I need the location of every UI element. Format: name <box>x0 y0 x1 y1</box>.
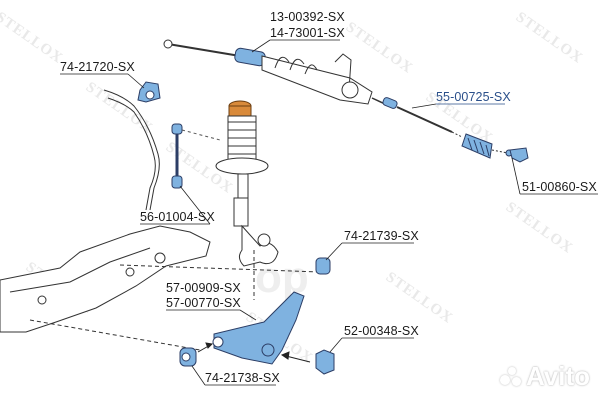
part-label-control-arm-bushing-front[interactable]: 74-21738-SX <box>205 371 280 385</box>
part-label-stabilizer-bushing[interactable]: 74-21720-SX <box>60 60 135 74</box>
part-label-steering-rack-boot-alt[interactable]: 14-73001-SX <box>270 26 345 40</box>
stabilizer-bar <box>103 89 160 211</box>
avito-wordmark: Avito <box>525 361 590 391</box>
avito-watermark: Avito <box>499 361 590 392</box>
part-label-control-arm[interactable]: 57-00909-SX <box>166 281 241 295</box>
stabilizer-bushing <box>137 81 161 103</box>
steering-rack <box>163 39 386 105</box>
arrows <box>197 342 311 363</box>
leader-lines <box>60 39 598 386</box>
subframe <box>0 225 321 351</box>
part-label-tie-rod-end[interactable]: 51-00860-SX <box>522 180 597 194</box>
part-label-steering-rack-boot[interactable]: 13-00392-SX <box>270 10 345 24</box>
tie-rod-end <box>461 133 529 163</box>
tie-rod-axial <box>382 97 463 138</box>
part-label-stabilizer-link[interactable]: 56-01004-SX <box>140 210 215 224</box>
strut-assembly <box>215 100 279 300</box>
part-label-tie-rod-axial[interactable]: 55-00725-SX <box>436 90 511 104</box>
control-arm-bushing-front <box>179 347 197 367</box>
ball-joint <box>315 349 335 375</box>
control-arm-bushing-rear <box>315 257 331 275</box>
control-arm <box>212 291 305 365</box>
part-label-ball-joint[interactable]: 52-00348-SX <box>344 324 419 338</box>
stabilizer-link <box>171 123 221 189</box>
part-label-control-arm-bushing-rear[interactable]: 74-21739-SX <box>344 229 419 243</box>
part-label-control-arm-alt[interactable]: 57-00770-SX <box>166 296 241 310</box>
avito-logo-icon <box>499 366 522 387</box>
